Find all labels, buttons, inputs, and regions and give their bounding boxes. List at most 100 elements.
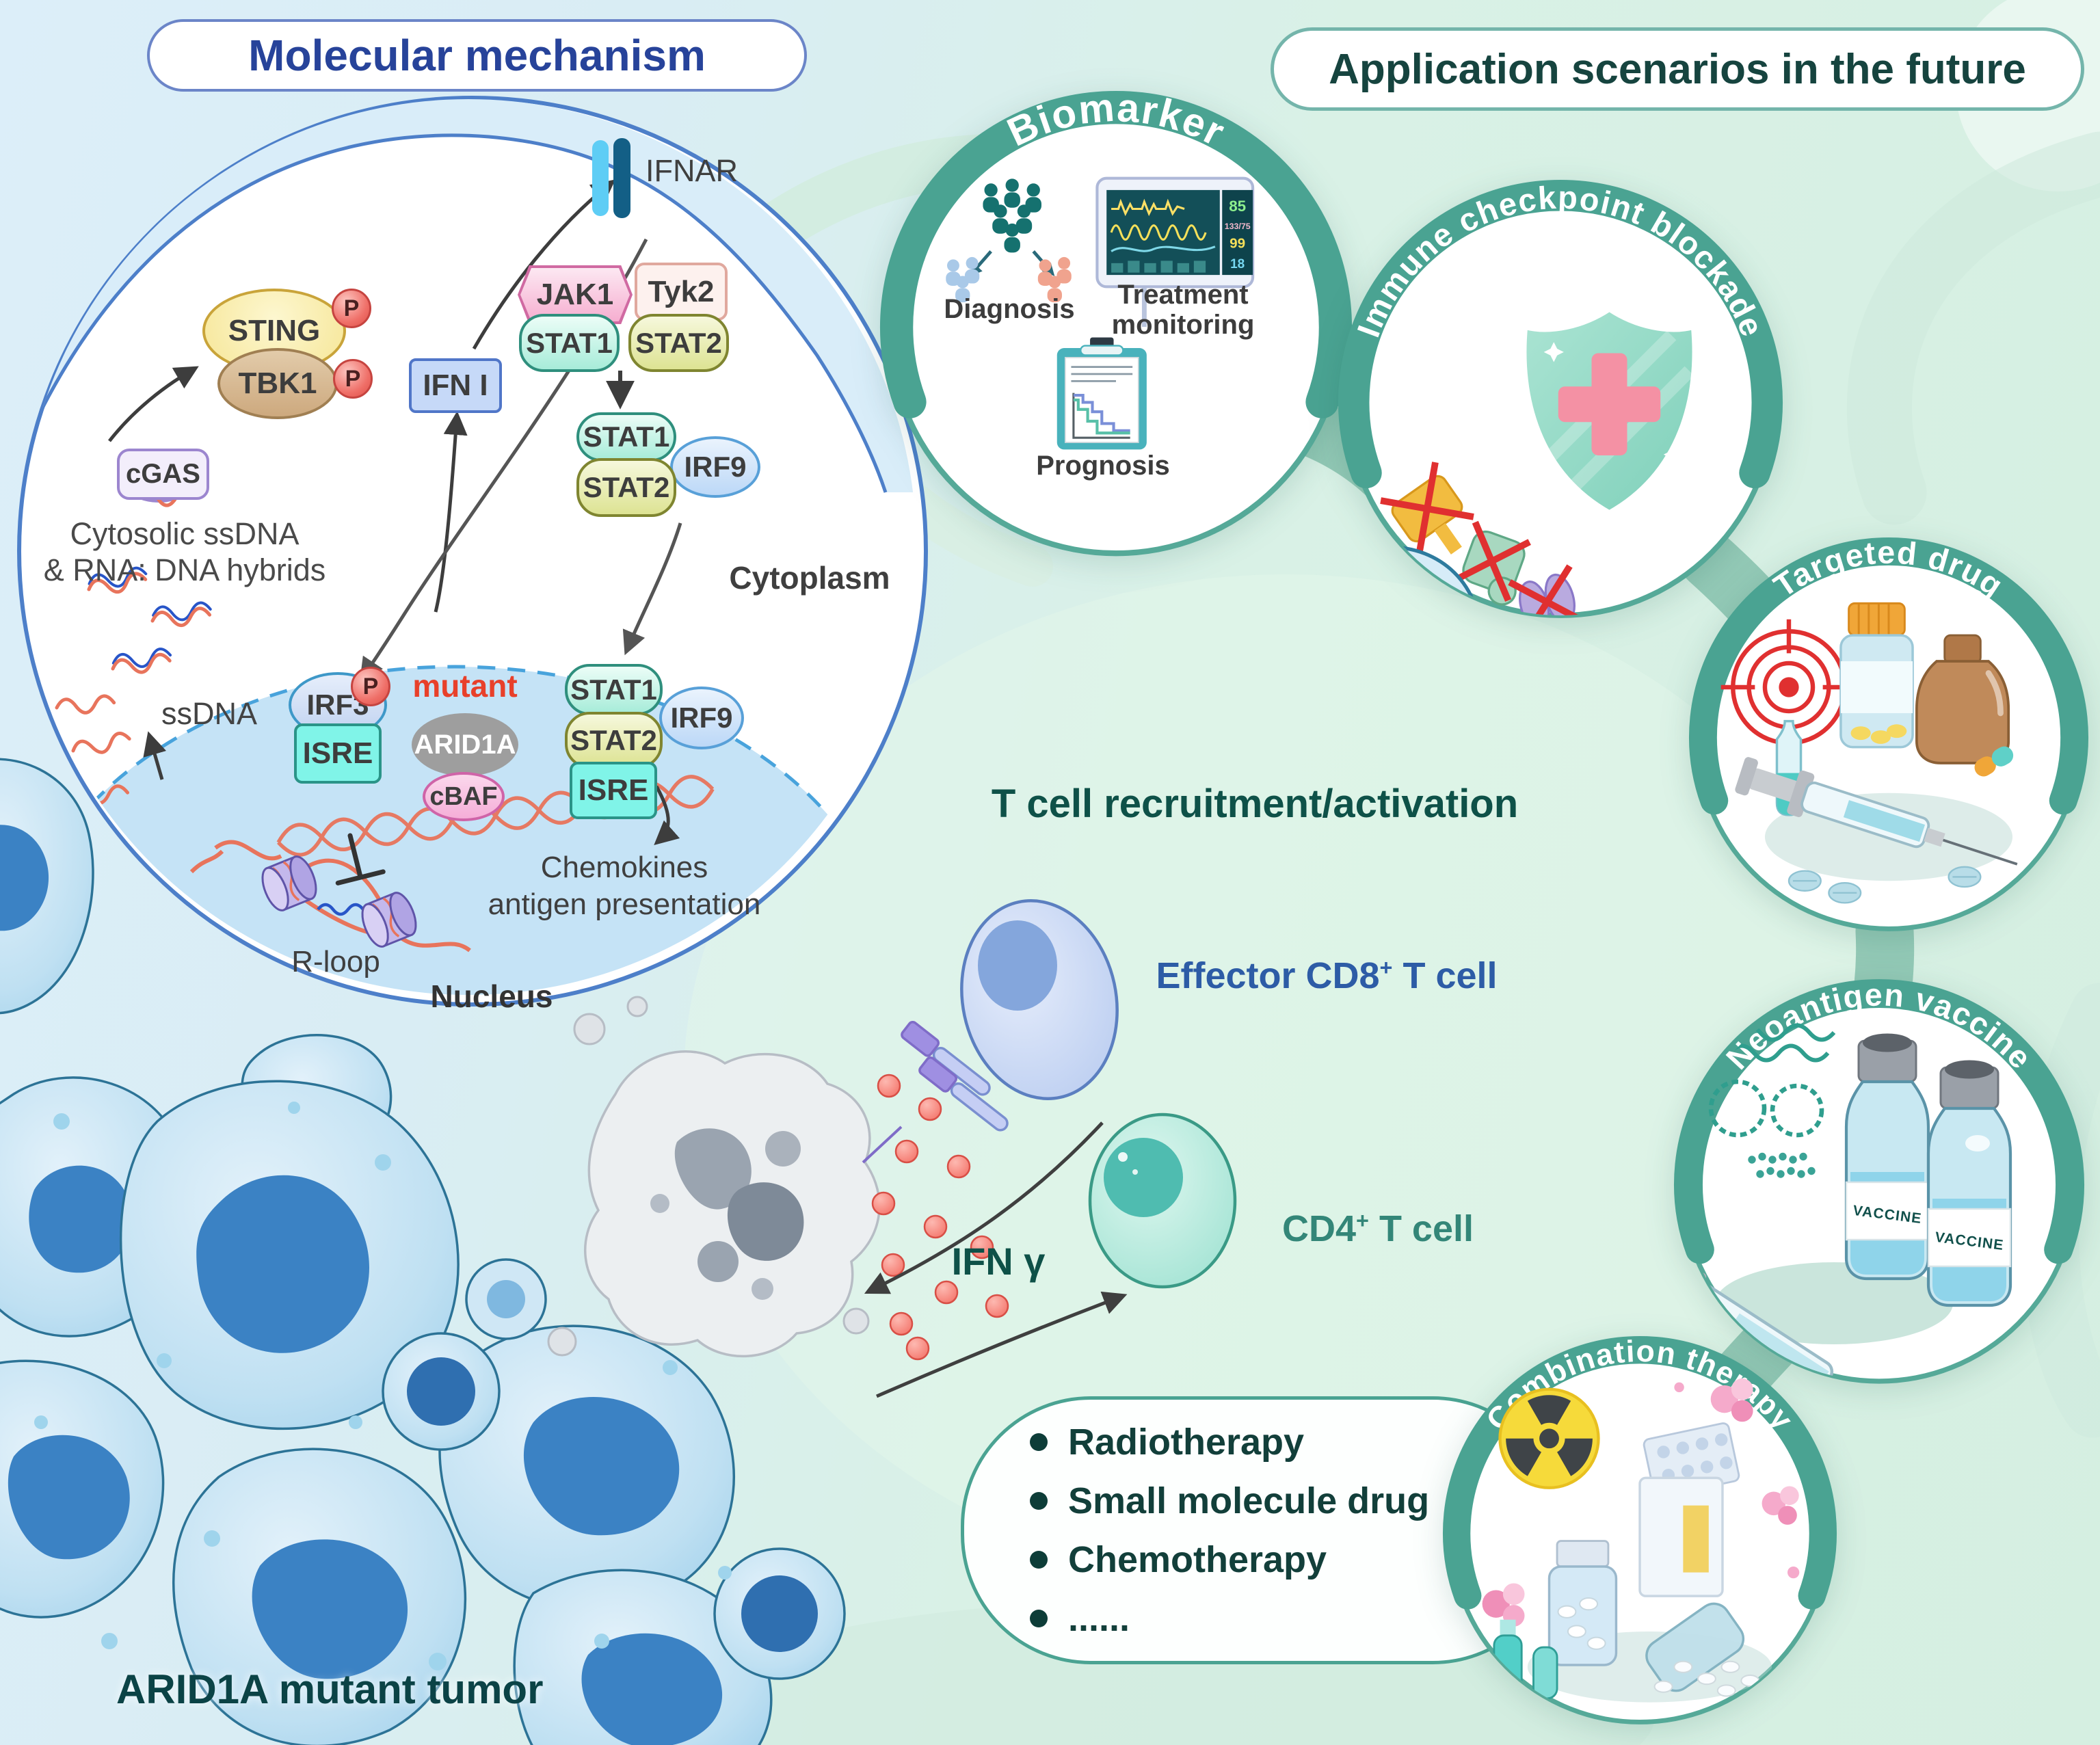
ssdna-label: ssDNA	[161, 696, 257, 731]
list-item-label: ......	[1068, 1598, 1130, 1639]
treatment-monitoring-label: Treatment monitoring	[1111, 280, 1255, 340]
bullet-dot	[1030, 1610, 1048, 1627]
plasmid-icon	[1770, 1083, 1824, 1138]
cd4-label-text: CD4	[1281, 1208, 1357, 1249]
pill-bottle-icon	[1839, 602, 1914, 749]
tablet-pills	[1787, 866, 1982, 904]
cd4-label-suffix: T cell	[1368, 1208, 1474, 1249]
phospho-badge: P	[333, 359, 373, 399]
arid1a-node: ARID1A	[412, 713, 518, 776]
diagnosis-label: Diagnosis	[944, 294, 1075, 324]
monitor-value: 133/75	[1225, 222, 1251, 231]
monitor-value: 85	[1229, 198, 1246, 215]
molecular-mechanism-badge: Molecular mechanism	[147, 19, 807, 92]
tbk1-node: TBK1	[217, 348, 338, 419]
population-icon	[983, 178, 1041, 253]
stat2-complex-node: STAT2	[576, 458, 676, 517]
spilled-jar-icon	[1645, 1602, 1760, 1697]
cell-speckles	[34, 1102, 732, 1670]
tumor-cluster-label: ARID1A mutant tumor	[116, 1666, 544, 1712]
stat1-complex-node: STAT1	[576, 412, 676, 462]
bullet-dot	[1030, 1433, 1048, 1451]
shield-icon	[1521, 305, 1698, 517]
list-item: Radiotherapy	[1030, 1421, 1559, 1463]
nucleus-label: Nucleus	[430, 978, 553, 1014]
prognosis-label: Prognosis	[1036, 451, 1170, 481]
tcr-receptor	[862, 1020, 1009, 1164]
vaccine-vial-icon: VACCINE	[1926, 1060, 2012, 1307]
medicine-box-icon	[1638, 1476, 1724, 1597]
ifnar-receptor-icon	[613, 138, 630, 218]
cytosolic-dna-label: Cytosolic ssDNA & RNA: DNA hybrids	[41, 516, 328, 588]
list-item-label: Chemotherapy	[1068, 1539, 1327, 1580]
combination-options-bubble: Radiotherapy Small molecule drug Chemoth…	[961, 1396, 1563, 1664]
cgas-node: cGAS	[117, 449, 209, 500]
ifn-gamma-label: IFN γ	[951, 1240, 1046, 1283]
dying-tumor-cell	[547, 996, 881, 1358]
ifn1-node: IFN I	[409, 358, 502, 413]
cd8-label-text: Effector CD8	[1156, 955, 1380, 996]
chemokines-line1: Chemokines	[540, 851, 708, 884]
monitor-value: 99	[1230, 235, 1245, 251]
list-item-label: Radiotherapy	[1068, 1422, 1305, 1463]
list-item: Small molecule drug	[1030, 1480, 1559, 1522]
isre-node: ISRE	[294, 723, 382, 784]
jak1-label: JAK1	[520, 268, 630, 321]
cytoplasm-label: Cytoplasm	[729, 560, 890, 596]
phospho-badge: P	[332, 289, 371, 328]
combination-therapy-circle: Combination therapy	[1443, 1335, 1837, 1730]
immune-checkpoint-circle: Immune checkpoint blockade	[1338, 179, 1783, 624]
list-item: ......	[1030, 1597, 1559, 1640]
peptide-dots	[1748, 1152, 1816, 1178]
monitor-value: 18	[1230, 257, 1245, 271]
isre-nuclear-node: ISRE	[570, 762, 657, 819]
patient-group-salmon-icon	[1037, 256, 1072, 303]
vaccine-vial-icon: VACCINE	[1844, 1033, 1930, 1281]
biomarker-circle: Biomarker	[880, 85, 1352, 563]
rloop-label: R-loop	[291, 945, 380, 978]
mutant-label: mutant	[412, 668, 518, 704]
stat1-node: STAT1	[519, 314, 620, 372]
cytosolic-dna-line1: Cytosolic ssDNA	[70, 516, 300, 551]
stat2-node: STAT2	[628, 314, 729, 372]
phospho-badge: P	[351, 667, 390, 706]
cd8-plus-sup: +	[1379, 955, 1393, 980]
syringe-icon	[1735, 757, 2018, 866]
cd8-label-suffix: T cell	[1392, 955, 1498, 996]
inhibition-bar	[335, 833, 386, 885]
stat1-nuclear-node: STAT1	[565, 664, 663, 715]
list-item-label: Small molecule drug	[1068, 1480, 1430, 1521]
capsule-icon	[1974, 746, 2014, 777]
tumor-cell-cluster	[0, 758, 846, 1745]
molecular-mechanism-title: Molecular mechanism	[248, 31, 706, 80]
cbaf-node: cBAF	[423, 772, 505, 821]
tcell-section-title: T cell recruitment/activation	[991, 782, 1519, 826]
ifn-gamma-dots	[871, 1074, 1009, 1361]
plasma-membrane-line	[21, 133, 888, 493]
stat2-nuclear-node: STAT2	[565, 712, 663, 769]
sting-node: STING	[202, 289, 346, 373]
background-swooshes	[670, 0, 2100, 1745]
prognosis-clipboard-icon	[1056, 337, 1147, 450]
recruitment-arrows	[864, 1121, 1128, 1398]
molecular-mechanism-cell: IFNAR STING P TBK1 P cGAS Cytosolic ssDN…	[17, 96, 928, 1014]
irf9-nuclear-node: IRF9	[659, 687, 744, 749]
bullet-dot	[1030, 1492, 1048, 1510]
targeted-drug-circle: Targeted drug	[1689, 535, 2088, 937]
chemokines-label: Chemokines antigen presentation	[474, 849, 775, 922]
cd4-label: CD4+ T cell	[1262, 1208, 1494, 1250]
list-item: Chemotherapy	[1030, 1538, 1559, 1581]
cd4-tcell-illustration	[1088, 1113, 1237, 1289]
irf9-node: IRF9	[670, 436, 760, 498]
chemokines-line2: antigen presentation	[488, 887, 761, 921]
cytosolic-dna-line2: & RNA: DNA hybrids	[43, 552, 326, 588]
pill-bottle-white-icon	[1547, 1540, 1618, 1666]
r-loop-illustration	[189, 833, 471, 953]
bullet-dot	[1030, 1551, 1048, 1569]
patient-monitor-icon: 85 133/75 99 18	[1095, 176, 1255, 327]
effector-cd8-label: Effector CD8+ T cell	[1128, 955, 1525, 997]
application-scenarios-badge: Application scenarios in the future	[1271, 27, 2084, 111]
plasmid-icon	[1708, 1079, 1767, 1138]
tyk2-node: Tyk2	[635, 263, 728, 321]
